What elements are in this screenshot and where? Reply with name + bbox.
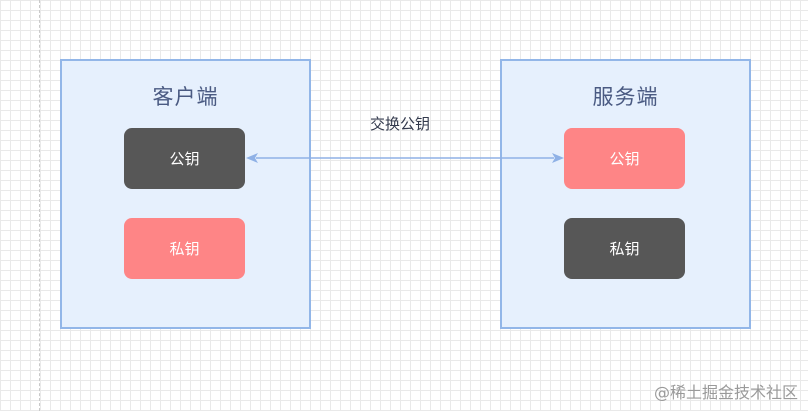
server-private-key-label: 私钥 [609, 240, 640, 258]
client-panel: 客户端 公钥 私钥 [60, 59, 311, 329]
dashed-guide-line [39, 0, 40, 411]
client-private-key-label: 私钥 [169, 240, 200, 258]
watermark: @稀土掘金技术社区 [653, 383, 798, 402]
client-public-key-box: 公钥 [124, 128, 245, 189]
server-panel: 服务端 公钥 私钥 [500, 59, 751, 329]
client-public-key-label: 公钥 [169, 150, 200, 168]
exchange-label: 交换公钥 [369, 115, 430, 133]
server-public-key-label: 公钥 [609, 150, 640, 168]
client-private-key-box: 私钥 [124, 218, 245, 279]
server-public-key-box: 公钥 [564, 128, 685, 189]
client-title: 客户端 [152, 85, 219, 109]
server-private-key-box: 私钥 [564, 218, 685, 279]
server-title: 服务端 [592, 85, 659, 109]
